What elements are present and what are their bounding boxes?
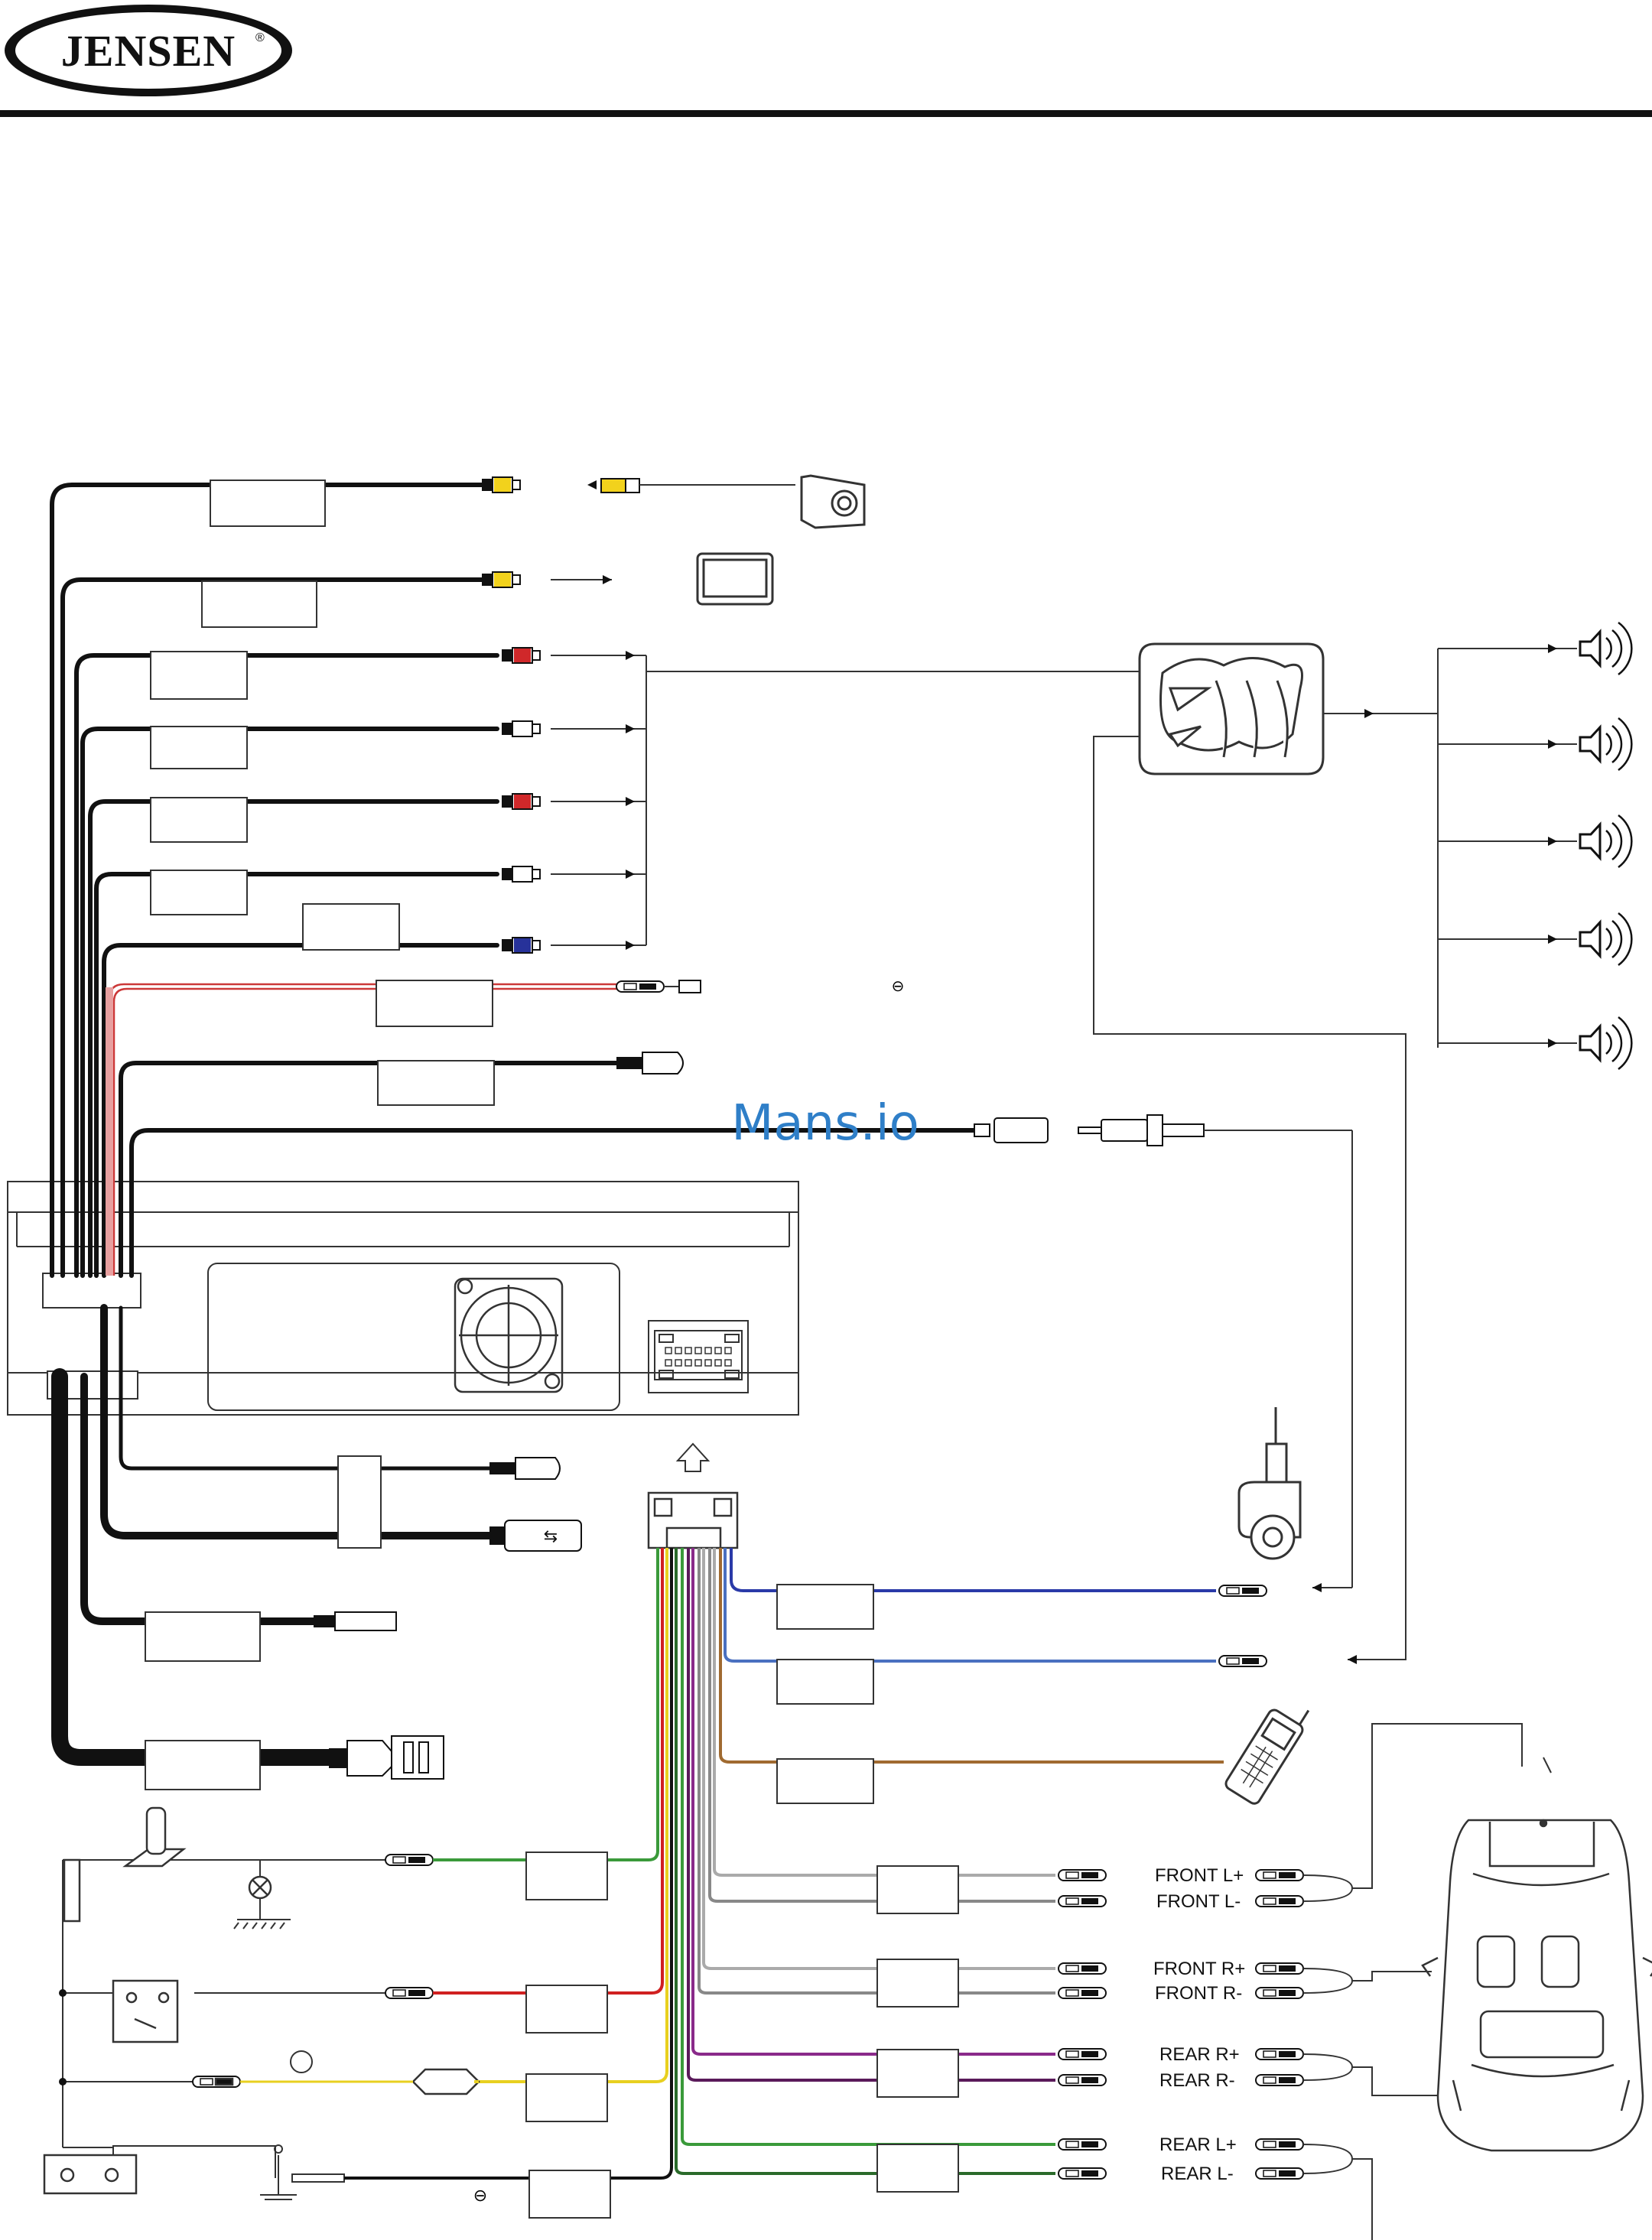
antenna-plug: [974, 1114, 1353, 1592]
antenna-icon: [1237, 1407, 1302, 1560]
pink-cable-plug: [616, 980, 701, 993]
logo-text: JENSEN: [61, 26, 236, 76]
ground-terminal: [260, 2144, 345, 2200]
battery-icon: [43, 2154, 138, 2195]
amp-speaker-lines: [1437, 648, 1577, 1048]
bottom-cables: [51, 1304, 493, 1766]
camera-input-plug: [314, 1611, 397, 1631]
wiring-harness-plug: [647, 1491, 739, 1549]
label-front-l-neg: FRONT L-: [1156, 1891, 1241, 1912]
junction-dots: [59, 1989, 67, 2086]
amp-remote-line: [1093, 736, 1406, 1660]
rca-to-amp-lines: [551, 655, 1147, 946]
amp-remote-plug: [1218, 1655, 1267, 1667]
label-front-r-neg: FRONT R-: [1155, 1983, 1242, 2004]
label-rear-r-neg: REAR R-: [1159, 2070, 1235, 2091]
lamp-icon: [248, 1875, 272, 1900]
speaker-icon: [1579, 814, 1633, 869]
fuse-indicator: [290, 2050, 313, 2073]
reverse-plug: [385, 1854, 434, 1866]
mobile-phone-icon: [1224, 1708, 1310, 1805]
harness-wires: [344, 1548, 1224, 2180]
label-front-l-pos: FRONT L+: [1155, 1865, 1244, 1886]
speaker-pair-brackets: [1302, 1723, 1552, 2240]
pink-cable-fill: [106, 987, 113, 1276]
label-rear-r-pos: REAR R+: [1159, 2044, 1240, 2065]
harness-label-boxes: [525, 1584, 959, 2219]
car-topview-icon: [1421, 1819, 1652, 2152]
power-circuit-lines: [62, 1859, 385, 2178]
ignition-key-icon: [112, 1979, 179, 2043]
antenna-remote-plug: [1218, 1585, 1267, 1597]
speaker-labels: FRONT L+ FRONT L- FRONT R+ FRONT R- REAR…: [1153, 1865, 1245, 2184]
label-rear-l-pos: REAR L+: [1159, 2134, 1237, 2155]
label-rear-l-neg: REAR L-: [1161, 2164, 1234, 2184]
main-harness-socket: [648, 1320, 749, 1393]
svg-text:⇆: ⇆: [544, 1527, 558, 1546]
rca-connector-icon: [481, 476, 541, 954]
acc-plug: [385, 1987, 434, 1999]
fuse-holder: [191, 2068, 480, 2095]
speaker-icon: [1579, 717, 1633, 772]
video-monitor-icon: [696, 552, 774, 606]
bottom-label-boxes: [145, 1455, 382, 1790]
ground-icon: [233, 1919, 291, 1930]
jensen-logo-icon: JENSEN ®: [5, 5, 292, 96]
speaker-icon: [1579, 1016, 1633, 1071]
label-front-r-pos: FRONT R+: [1153, 1959, 1245, 1979]
minus-symbol: ⊖: [892, 978, 905, 995]
gear-shifter-icon: [63, 1806, 187, 1923]
amplifier-icon: [1138, 642, 1325, 775]
cooling-fan-icon: [454, 1277, 564, 1393]
speaker-icon: [1579, 621, 1633, 676]
speaker-output-plugs: [1058, 1869, 1304, 2180]
hdmi-style-plug: [329, 1735, 444, 1780]
usb-icon: ⇆: [489, 1457, 582, 1552]
minus-symbol: ⊖: [473, 2186, 487, 2205]
top-cables: [50, 483, 977, 1278]
up-arrow-icon: [675, 1442, 711, 1472]
aux-audio-jack: [616, 1052, 684, 1074]
logo-mark: ®: [255, 31, 265, 44]
header-rule: [0, 110, 1652, 117]
cable-label-boxes: [150, 480, 495, 1106]
rear-camera-icon: [800, 474, 866, 529]
speaker-icon: [1579, 912, 1633, 967]
rca-arrows: [626, 651, 635, 950]
watermark: Mans.io: [731, 1095, 919, 1152]
camera-rca-jack: [587, 478, 795, 493]
